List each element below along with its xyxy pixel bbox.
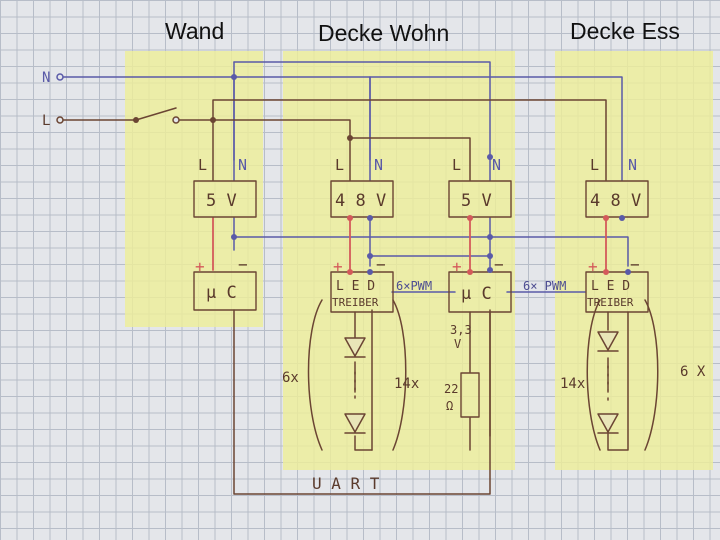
zone-decke-wohn bbox=[283, 51, 515, 470]
zone-decke-ess bbox=[555, 51, 713, 470]
led-driver-ess-plus: + bbox=[588, 257, 598, 276]
psu-wand-n: N bbox=[238, 156, 247, 174]
led-driver-ess-line1: L E D bbox=[591, 279, 630, 294]
channels-6x-wohn: 6x bbox=[282, 370, 299, 386]
led-count-wohn: 14x bbox=[394, 376, 419, 392]
title-decke-wohn: Decke Wohn bbox=[318, 20, 450, 46]
uc-wohn-box bbox=[448, 271, 512, 313]
psu-wand-l: L bbox=[198, 156, 207, 174]
psu-wand-label: 5 V bbox=[206, 191, 237, 211]
voltage-33-label: 3,3 bbox=[450, 323, 472, 337]
psu-wohn-5-l: L bbox=[452, 156, 461, 174]
terminal-l-label: L bbox=[42, 113, 50, 129]
uc-wohn-plus: + bbox=[452, 257, 462, 276]
psu-wohn-48-label: 4 8 V bbox=[335, 191, 386, 211]
plus-wires bbox=[212, 217, 607, 273]
led-driver-wohn-plus: + bbox=[333, 257, 343, 276]
led-driver-wohn-line2: TREIBER bbox=[332, 296, 379, 309]
psu-wohn-5-label: 5 V bbox=[461, 191, 492, 211]
psu-wohn-48-n: N bbox=[374, 156, 383, 174]
uart-label: U A R T bbox=[312, 474, 380, 493]
title-wand: Wand bbox=[165, 18, 225, 44]
resistor-value-label: 22 bbox=[444, 382, 458, 396]
led-diode-wohn-2 bbox=[344, 413, 366, 434]
psu-ess-48-n: N bbox=[628, 156, 637, 174]
psu-ess-48-l: L bbox=[590, 156, 599, 174]
line-wires bbox=[59, 99, 659, 495]
uc-wohn-label: μ C bbox=[461, 284, 492, 304]
psu-wohn-5-box bbox=[448, 180, 512, 218]
uc-wand-minus: − bbox=[238, 255, 248, 274]
uc-wand-box bbox=[193, 271, 257, 311]
psu-wohn-5-n: N bbox=[492, 156, 501, 174]
uc-wohn-minus: − bbox=[494, 255, 504, 274]
resistor-22 bbox=[460, 372, 480, 418]
psu-wohn-48-box bbox=[330, 180, 394, 218]
led-count-ess: 14x bbox=[560, 376, 585, 392]
psu-wand-box bbox=[193, 180, 257, 218]
led-diode-ess-1 bbox=[597, 331, 619, 352]
led-driver-ess-line2: TREIBER bbox=[587, 296, 634, 309]
led-driver-ess-box bbox=[585, 271, 649, 313]
led-diode-ess-2 bbox=[597, 413, 619, 434]
title-decke-ess: Decke Ess bbox=[570, 18, 680, 44]
channels-6x-ess: 6 X bbox=[680, 364, 706, 380]
pwm-ess-label: 6× PWM bbox=[523, 279, 566, 293]
uc-wand-label: μ C bbox=[206, 283, 237, 303]
psu-ess-48-box bbox=[585, 180, 649, 218]
psu-wohn-48-l: L bbox=[335, 156, 344, 174]
led-driver-wohn-box bbox=[330, 271, 394, 313]
voltage-v-label: V bbox=[454, 337, 461, 351]
psu-ess-48-label: 4 8 V bbox=[590, 191, 641, 211]
led-driver-wohn-line1: L E D bbox=[336, 279, 375, 294]
uc-wand-plus: + bbox=[195, 257, 205, 276]
resistor-unit-label: Ω bbox=[446, 399, 453, 413]
terminal-n-label: N bbox=[42, 70, 50, 86]
neutral-wires bbox=[59, 61, 629, 293]
led-diode-wohn-1 bbox=[344, 337, 366, 358]
led-driver-ess-minus: − bbox=[630, 255, 640, 274]
pwm-wohn-label: 6×PWM bbox=[396, 279, 432, 293]
led-driver-wohn-minus: − bbox=[376, 255, 386, 274]
junction-dots bbox=[56, 73, 631, 275]
